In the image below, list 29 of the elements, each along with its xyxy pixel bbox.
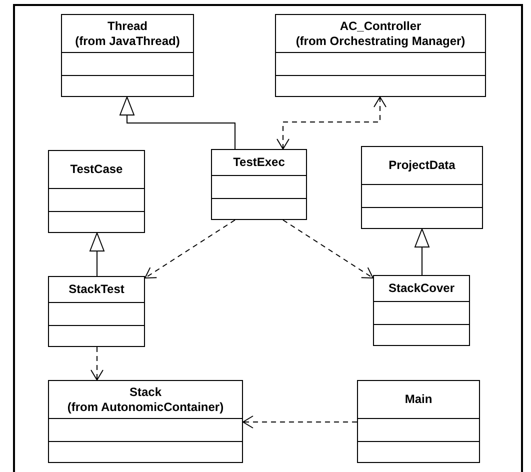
class-name: TestExec [233,155,285,170]
class-box [48,380,243,463]
package-name: (from Orchestrating Manager) [296,34,466,48]
class-box [48,276,145,347]
class-name: StackTest [68,282,124,297]
class-name: StackCover [388,281,455,296]
class-box [357,380,480,463]
class-box [48,150,145,233]
class-name: Thread [107,18,148,34]
generalization-arrow [90,232,104,276]
class-name: Stack [129,384,162,400]
class-name: Main [404,392,432,407]
dependency-arrow [144,220,236,278]
package-name: (from AutonomicContainer) [67,400,224,414]
dependency-arrow [282,220,374,278]
class-box [361,146,483,229]
class-name: AC_Controller [340,18,422,34]
dependency-arrow [90,346,104,380]
class-box [275,14,486,97]
class-box [373,275,470,346]
class-box [61,14,194,97]
class-box [211,149,307,220]
dependency-arrow [276,96,386,150]
class-name: ProjectData [388,158,456,173]
generalization-arrow [414,228,430,276]
dependency-arrow [242,416,358,428]
generalization-arrow [120,96,236,150]
package-name: (from JavaThread) [75,34,180,48]
class-name: TestCase [70,162,123,177]
